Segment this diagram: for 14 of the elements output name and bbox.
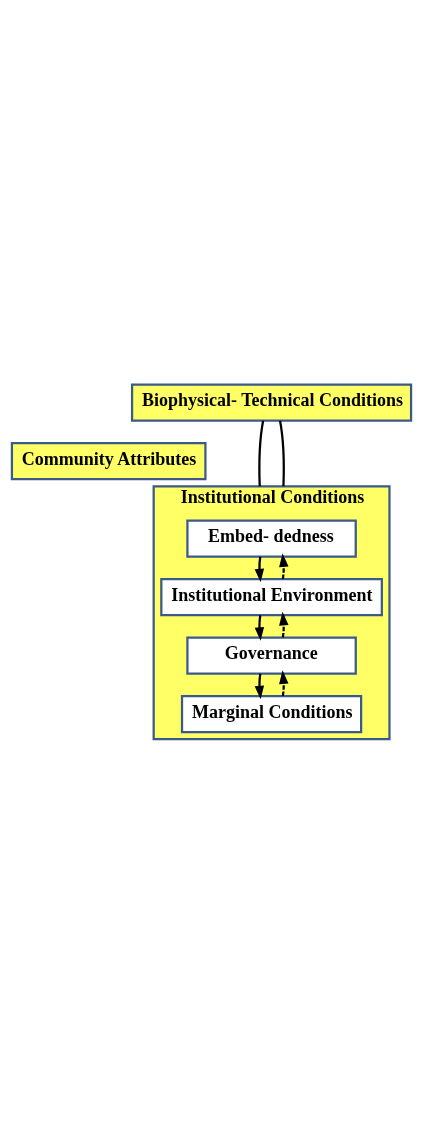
arrow — [254, 556, 265, 583]
arrow — [254, 673, 265, 700]
arrow — [279, 670, 289, 697]
node-box: Governance — [186, 636, 357, 675]
connector — [258, 420, 265, 487]
arrow — [279, 553, 289, 580]
connector — [278, 420, 285, 487]
arrow — [254, 615, 265, 641]
node-box: Community Attributes — [10, 441, 207, 481]
node-box: Marginal Conditions — [180, 694, 363, 734]
arrow — [279, 611, 289, 638]
node-box: Biophysical- Technical Conditions — [130, 383, 413, 422]
node-box: Institutional Environment — [160, 577, 383, 617]
node-box: Embed- dedness — [186, 519, 357, 558]
